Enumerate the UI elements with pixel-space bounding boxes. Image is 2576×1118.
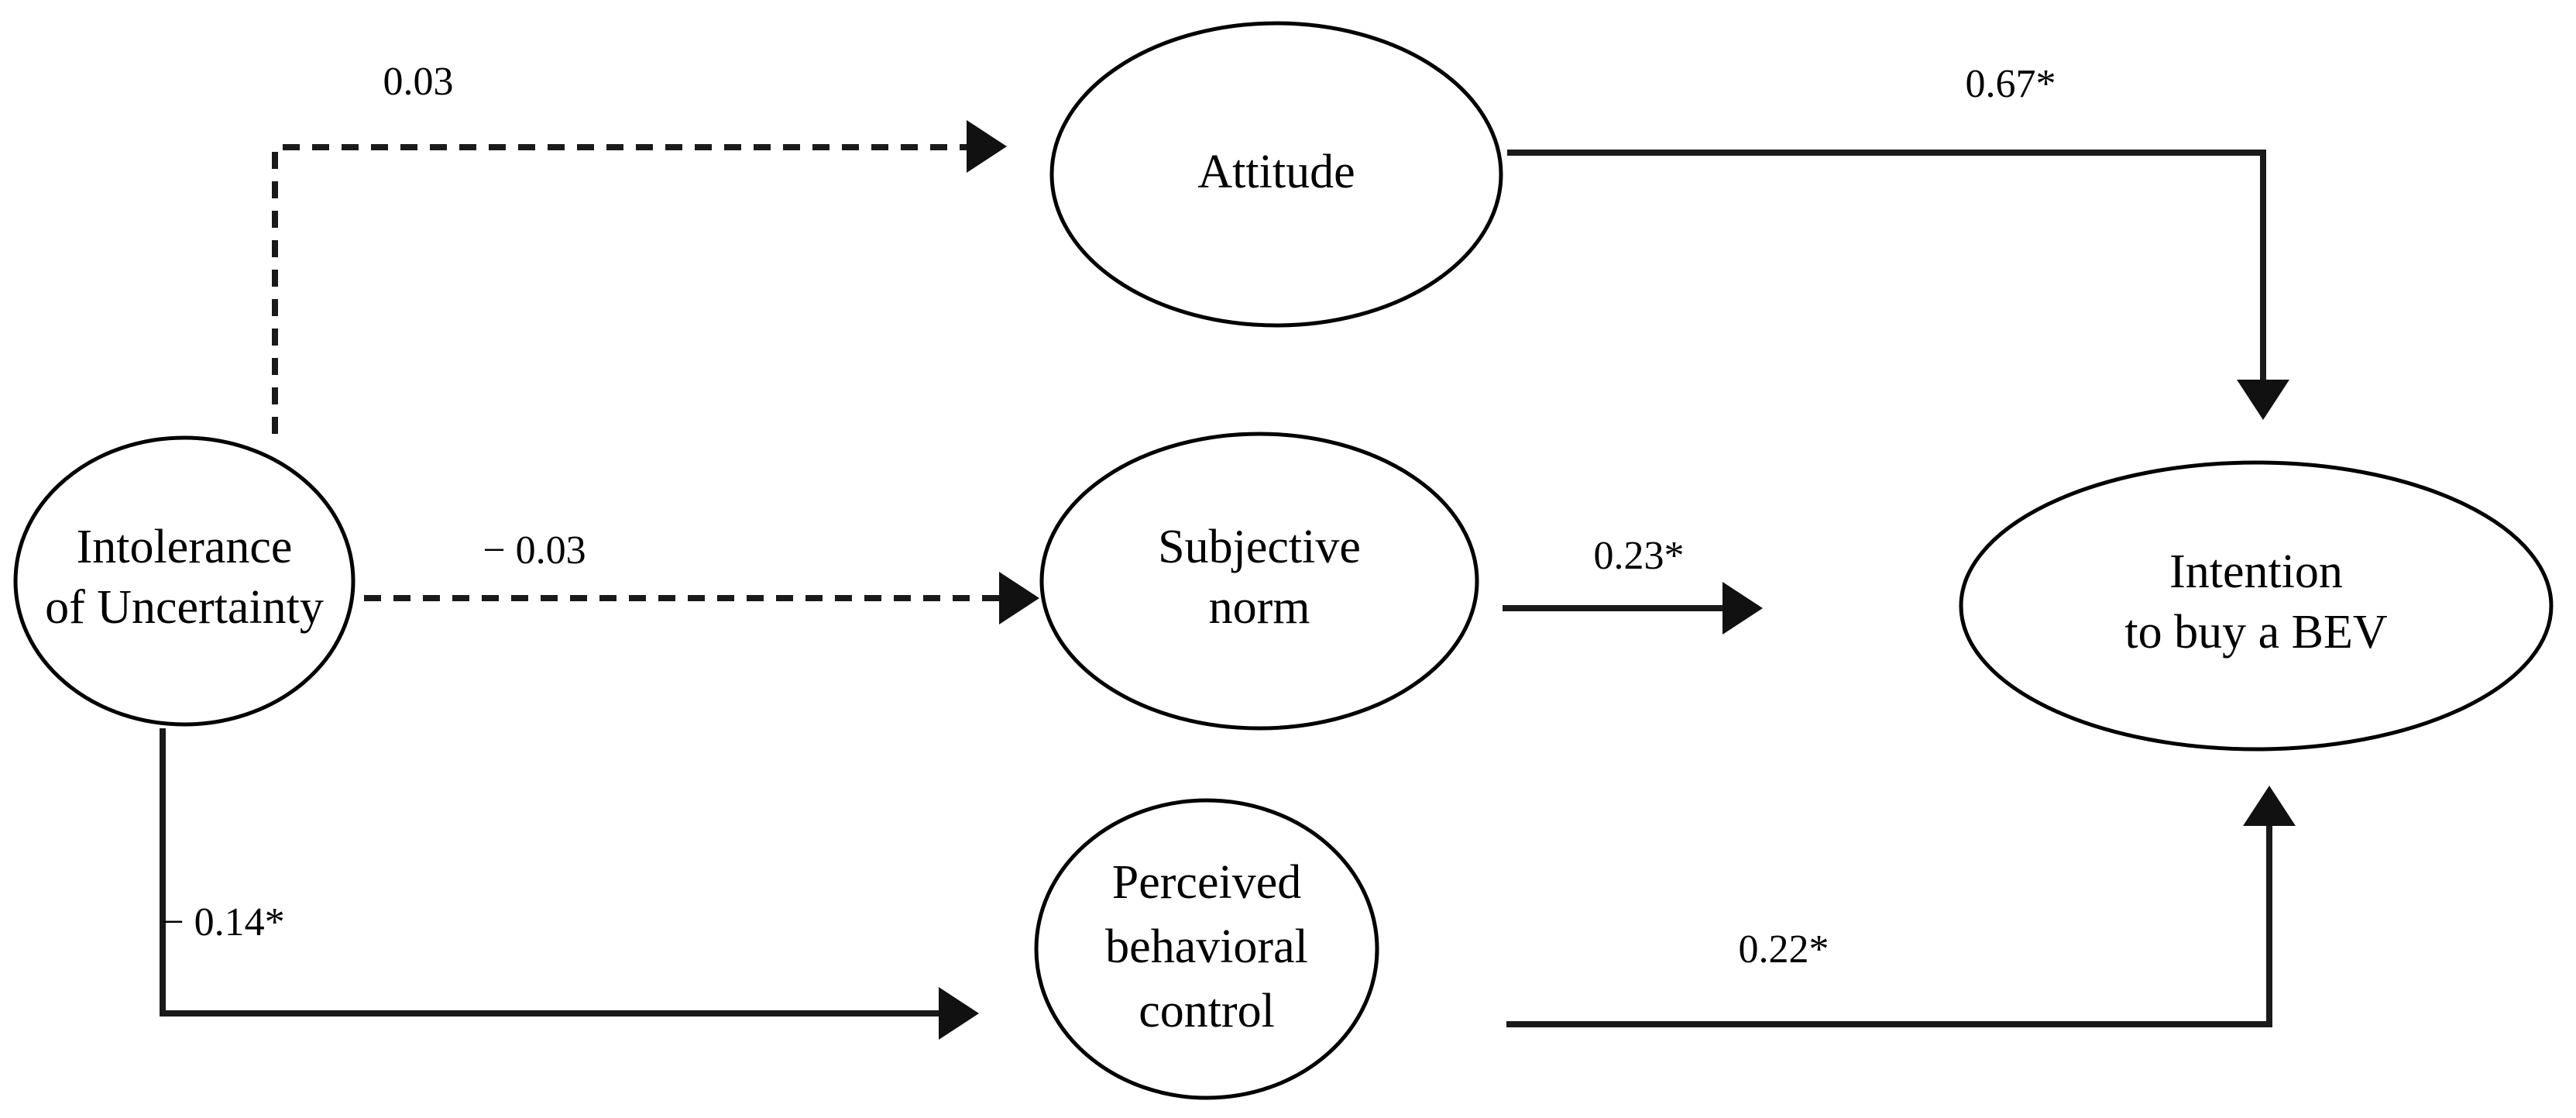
- edge-label-iou-to-subjective-norm: − 0.03: [483, 528, 586, 573]
- edge-iou-to-subjective-norm-arrowhead: [999, 572, 1039, 624]
- node-intolerance-of-uncertainty[interactable]: Intolerance of Uncertainty: [13, 435, 355, 727]
- node-attitude-label: Attitude: [1197, 146, 1355, 198]
- edge-label-attitude-to-intention: 0.67*: [1966, 62, 2056, 106]
- node-intention-to-buy-a-bev-label-line2: to buy a BEV: [2124, 606, 2387, 659]
- edge-subjective-norm-to-intention: 0.23*: [1503, 534, 1763, 635]
- node-attitude-shape[interactable]: [1049, 21, 1503, 328]
- edge-pbc-to-intention-line: [1506, 824, 2272, 1027]
- node-perceived-behavioral-control-shape[interactable]: [1034, 798, 1379, 1100]
- edge-label-iou-to-attitude: 0.03: [383, 60, 454, 104]
- edge-label-iou-to-pbc: − 0.14*: [161, 900, 284, 944]
- node-intolerance-of-uncertainty-label-line1: Intolerance: [77, 521, 293, 573]
- node-intention-to-buy-a-bev[interactable]: Intention to buy a BEV: [1959, 460, 2554, 752]
- node-perceived-behavioral-control[interactable]: Perceived behavioral control: [1034, 798, 1379, 1100]
- node-attitude[interactable]: Attitude: [1049, 21, 1503, 328]
- node-subjective-norm[interactable]: Subjective norm: [1039, 432, 1479, 731]
- edge-iou-to-pbc-line: [160, 728, 941, 1017]
- node-perceived-behavioral-control-label-line2: behavioral: [1105, 920, 1308, 973]
- edge-attitude-to-intention: 0.67*: [1507, 62, 2289, 420]
- edge-subjective-norm-to-intention-arrowhead: [1722, 582, 1763, 635]
- edge-iou-to-attitude-line: [272, 144, 968, 434]
- node-perceived-behavioral-control-label-line3: control: [1139, 985, 1275, 1037]
- node-intention-to-buy-a-bev-shape[interactable]: [1959, 460, 2554, 752]
- edge-pbc-to-intention-arrowhead: [2243, 786, 2296, 826]
- edge-perceived-behavioral-control-to-intention: 0.22*: [1506, 786, 2296, 1027]
- node-intention-to-buy-a-bev-label-line1: Intention: [2169, 545, 2343, 598]
- edge-iou-to-attitude-arrowhead: [967, 120, 1007, 173]
- node-subjective-norm-shape[interactable]: [1039, 432, 1479, 731]
- node-intolerance-of-uncertainty-shape[interactable]: [13, 435, 355, 727]
- node-intolerance-of-uncertainty-label-line2: of Uncertainty: [45, 581, 324, 634]
- edge-iou-to-subjective-norm: − 0.03: [364, 528, 1039, 624]
- edge-iou-to-attitude: 0.03: [272, 60, 1007, 434]
- edge-label-pbc-to-intention: 0.22*: [1739, 927, 1829, 972]
- edge-attitude-to-intention-line: [1507, 150, 2266, 381]
- node-subjective-norm-label-line1: Subjective: [1158, 521, 1361, 573]
- edge-iou-to-pbc-arrowhead: [939, 987, 979, 1040]
- edge-iou-to-perceived-behavioral-control: − 0.14*: [160, 728, 979, 1040]
- edge-label-subjective-norm-to-intention: 0.23*: [1594, 534, 1685, 578]
- node-perceived-behavioral-control-label-line1: Perceived: [1112, 856, 1301, 909]
- edge-attitude-to-intention-arrowhead: [2237, 380, 2289, 420]
- node-subjective-norm-label-line2: norm: [1209, 581, 1310, 634]
